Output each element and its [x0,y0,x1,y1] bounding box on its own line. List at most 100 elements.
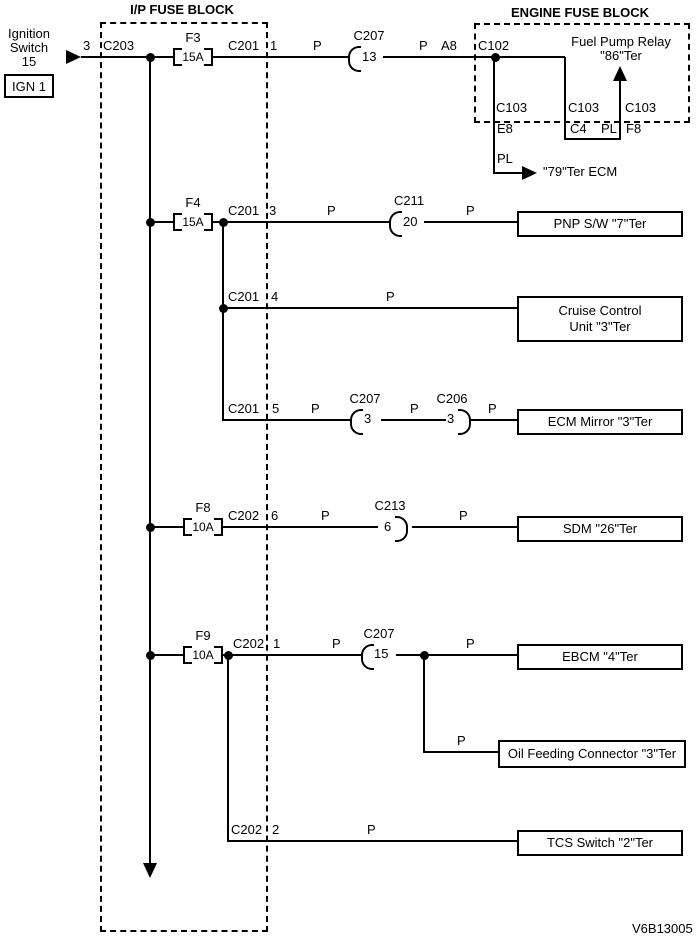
pin-label: 6 [271,508,279,523]
source-pin-label: 3 [83,38,91,53]
bus-end-arrow-icon [143,863,157,878]
connector-label: C103 [496,100,528,115]
pin-label: 1 [273,636,281,651]
fuse-f9-name: F9 [195,628,211,643]
dest-box-cruise-line2: Unit "3"Ter [569,319,631,334]
relay-label-line2: "86"Ter [600,48,642,63]
wire [396,654,517,656]
dest-box-ebcm: EBCM "4"Ter [517,644,683,670]
wire [213,56,348,58]
junction-dot [146,651,155,660]
connector-label: C213 [374,498,406,513]
pin-label: 5 [272,401,280,416]
connector-label: C201 [228,289,260,304]
wire [424,221,517,223]
wire-color-label: P [311,401,320,416]
fuse-f9-rating: 10A [192,648,214,662]
inline-connector-icon [458,409,471,435]
wire [383,56,565,58]
branch-wire [423,655,425,753]
pin-label: C4 [570,121,587,136]
wire-color-label: P [466,203,475,218]
wire [227,840,517,842]
pin-label: 20 [403,214,418,229]
dest-box-tcs-label: TCS Switch "2"Ter [546,835,654,850]
connector-label: C207 [353,28,385,43]
source-connector-label: C203 [103,38,135,53]
connector-label: C103 [625,100,657,115]
wire-color-label: P [313,38,322,53]
fuse-f8-name: F8 [195,500,211,515]
wire [471,419,517,421]
branch-bus-wire [222,222,224,421]
pin-label: A8 [441,38,457,53]
junction-dot [146,523,155,532]
pin-label: 3 [364,411,372,426]
pin-label: 1 [270,38,278,53]
wire-color-label: P [459,508,468,523]
connector-label: C102 [478,38,510,53]
wire [381,419,446,421]
wire [81,56,175,58]
wire [423,751,498,753]
connector-label: C201 [228,401,260,416]
pin-label: E8 [497,121,513,136]
engine-fuse-block-title: ENGINE FUSE BLOCK [511,5,649,20]
dest-box-sdm-label: SDM "26"Ter [562,521,638,536]
wire-color-label: P [419,38,428,53]
pin-label: 3 [447,411,455,426]
inline-connector-icon [389,211,402,237]
diagram-code: V6B13005 [632,921,693,936]
wire [619,81,621,140]
dest-box-sdm: SDM "26"Ter [517,516,683,542]
main-bus-wire [149,57,151,864]
wire-color-label: P [321,508,330,523]
inline-connector-icon [395,516,408,542]
pin-label: 2 [272,822,280,837]
connector-label: C207 [363,626,395,641]
wire [151,221,173,223]
ip-fuse-block-outline [100,22,268,932]
pin-label: 15 [374,646,389,661]
wire [493,172,524,174]
junction-dot [491,53,500,62]
connector-label: C202 [231,822,263,837]
fuse-f4: 15A [173,213,213,231]
fuse-f4-rating: 15A [182,215,204,229]
wire-color-label: P [457,733,466,748]
connector-label: C206 [436,391,468,406]
wire [223,526,378,528]
fuse-f8: 10A [183,518,223,536]
wire-color-label: PL [497,151,513,166]
pin-label: 3 [269,203,277,218]
wire [493,57,495,174]
inline-connector-icon [350,409,363,435]
wire-color-label: PL [601,121,617,136]
wire [412,526,517,528]
wire-color-label: P [386,289,395,304]
engine-fuse-block-outline [474,23,690,123]
pin-label: F8 [626,121,642,136]
connector-label: C202 [233,636,265,651]
pin-label: 6 [384,519,392,534]
inline-connector-icon [348,46,361,72]
wire [151,654,183,656]
relay-flow-arrow-icon [613,66,627,81]
fuse-f9: 10A [183,646,223,664]
inline-connector-icon [361,644,374,670]
fuse-f4-name: F4 [185,195,201,210]
junction-dot [146,218,155,227]
connector-label: C207 [349,391,381,406]
relay-label-line1: Fuel Pump Relay [571,34,671,49]
dest-box-pnp: PNP S/W "7"Ter [517,211,683,237]
ip-fuse-block-title: I/P FUSE BLOCK [130,2,234,17]
ecm-dest-label: "79"Ter ECM [543,164,618,179]
fuse-f8-rating: 10A [192,520,214,534]
fuse-f3: 15A [173,48,213,66]
wire [224,307,517,309]
source-label-line1: Ignition [8,26,50,41]
dest-box-oil: Oil Feeding Connector "3"Ter [498,740,686,768]
connector-label: C201 [228,38,260,53]
wire-color-label: P [332,636,341,651]
